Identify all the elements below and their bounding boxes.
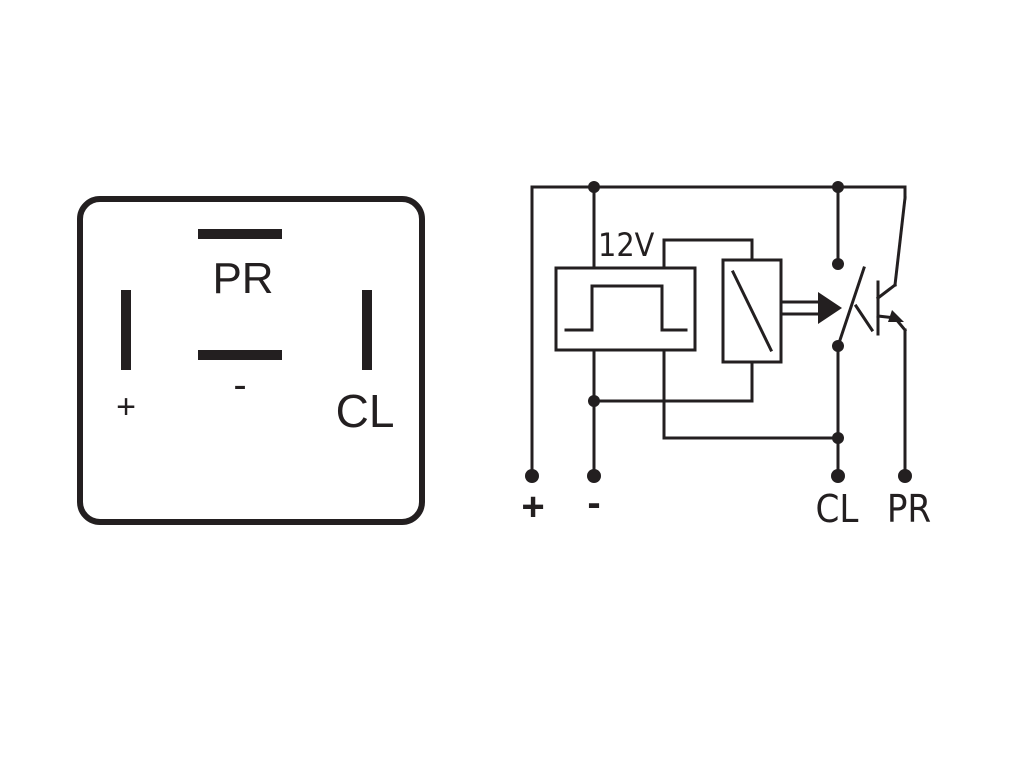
connector-pinout: PR - + CL: [77, 196, 425, 525]
terminal-minus-label: -: [587, 481, 600, 525]
pin-pr-label: PR: [212, 254, 273, 303]
terminal-plus-label: +: [521, 485, 544, 529]
relay-switch: [836, 266, 875, 348]
circuit-schematic: [525, 181, 912, 483]
junction-dots: [525, 181, 912, 483]
pulse-waveform: [564, 284, 688, 332]
schematic-labels: 12V + - CL PR: [521, 226, 931, 531]
oscillator-box: [554, 266, 697, 352]
relay-coil: [721, 258, 783, 364]
voltage-label: 12V: [598, 226, 655, 264]
pin-cl-label: CL: [336, 385, 395, 437]
oscillator-block: [554, 266, 697, 352]
pin-plus: [121, 290, 131, 370]
connector-housing: [77, 196, 425, 525]
transistor: [875, 280, 904, 336]
coupling-arrow: [782, 292, 842, 324]
terminal-cl-label: CL: [816, 487, 859, 531]
pin-pr: [198, 229, 282, 239]
pin-minus: [198, 350, 282, 360]
pin-plus-label: +: [116, 388, 136, 426]
relay-coil-box: [721, 258, 783, 364]
pin-cl: [362, 290, 372, 370]
pin-minus-label: -: [233, 363, 246, 407]
terminal-pr-label: PR: [887, 487, 931, 531]
